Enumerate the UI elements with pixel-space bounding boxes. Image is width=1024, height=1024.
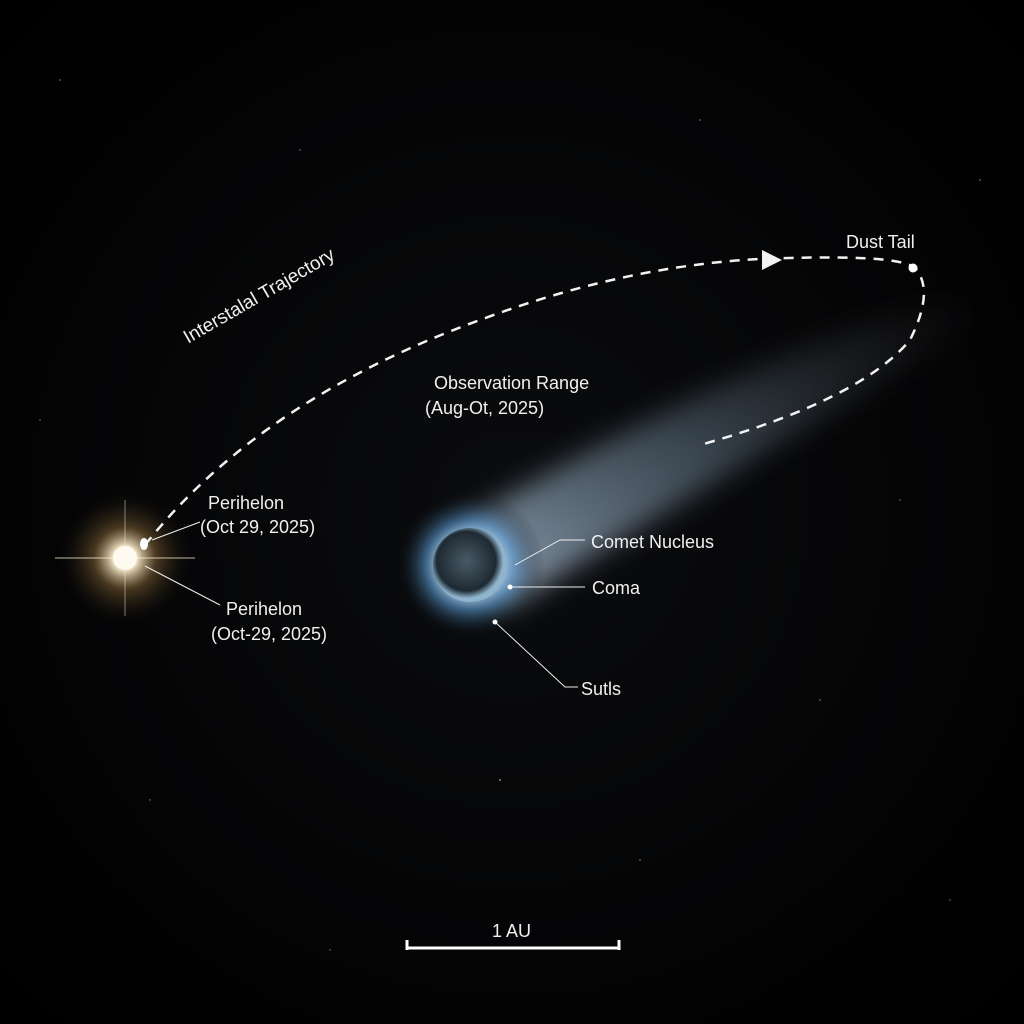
perihelion-1-date: (Oct 29, 2025) [200,517,316,537]
coma-label: Coma [592,578,641,598]
tail-endpoint [908,263,918,273]
comet-nucleus [433,528,507,602]
dust-tail [470,290,975,610]
perihelion-2-title: Perihelon [226,599,303,619]
scale-label: 1 AU [492,921,532,941]
stars [39,79,981,951]
scale-bar [405,940,621,950]
observation-range-dates: (Aug-Ot, 2025) [425,398,545,418]
leader-lines [144,521,585,688]
sun [55,488,195,628]
trajectory-path [144,256,926,546]
observation-range-title: Observation Range [434,373,590,393]
comet-nucleus-label: Comet Nucleus [591,532,715,552]
suds-label: Sutls [581,679,622,699]
trajectory-arrow [762,250,782,270]
perihelion-marker [140,538,148,550]
perihelion-1-title: Perihelon [208,493,285,513]
dust-tail-label: Dust Tail [846,232,915,252]
perihelion-2-date: (Oct-29, 2025) [211,624,328,644]
